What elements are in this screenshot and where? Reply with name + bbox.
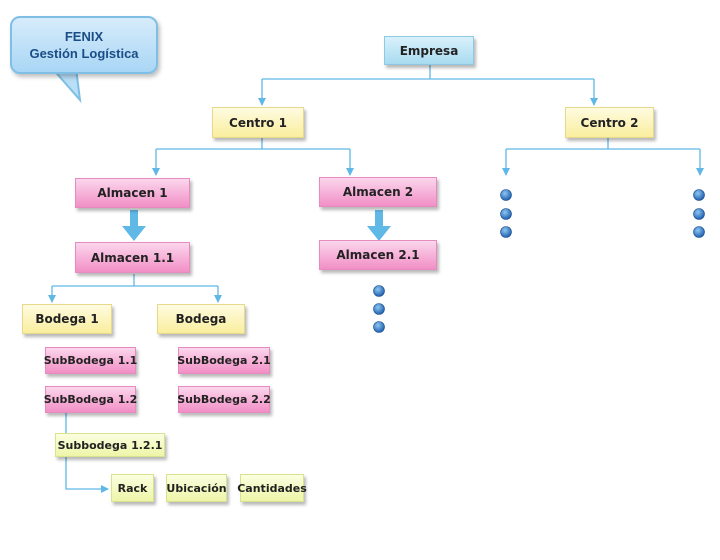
node-centro-1: Centro 1 <box>212 107 304 138</box>
node-almacen-2: Almacen 2 <box>319 177 437 207</box>
node-subbodega-1-1: SubBodega 1.1 <box>44 347 137 374</box>
node-bodega-1: Bodega 1 <box>22 304 112 334</box>
node-subbodega-1-2-1: Subbodega 1.2.1 <box>55 433 165 457</box>
node-almacen-1-1: Almacen 1.1 <box>75 242 190 273</box>
node-subbodega-2-2: SubBodega 2.2 <box>177 386 271 413</box>
continuation-dot <box>500 189 512 201</box>
node-almacen-1: Almacen 1 <box>75 178 190 208</box>
node-empresa: Empresa <box>384 36 474 65</box>
continuation-dot <box>500 226 512 238</box>
continuation-dot <box>373 285 385 297</box>
node-centro-2: Centro 2 <box>565 107 654 138</box>
title-callout: FENIX Gestión Logística <box>10 16 158 74</box>
continuation-dot <box>693 189 705 201</box>
node-subbodega-1-2: SubBodega 1.2 <box>44 386 137 413</box>
node-bodega: Bodega <box>157 304 245 334</box>
node-subbodega-2-1: SubBodega 2.1 <box>177 347 271 374</box>
node-almacen-2-1: Almacen 2.1 <box>319 240 437 270</box>
callout-title: FENIX <box>64 29 104 44</box>
node-ubicacion: Ubicación <box>166 474 227 502</box>
continuation-dot <box>693 226 705 238</box>
continuation-dot <box>373 303 385 315</box>
callout-subtitle: Gestión Logística <box>29 46 139 61</box>
node-cantidades: Cantidades <box>237 474 307 502</box>
continuation-dot <box>373 321 385 333</box>
node-rack: Rack <box>111 474 154 502</box>
continuation-dot <box>693 208 705 220</box>
continuation-dot <box>500 208 512 220</box>
